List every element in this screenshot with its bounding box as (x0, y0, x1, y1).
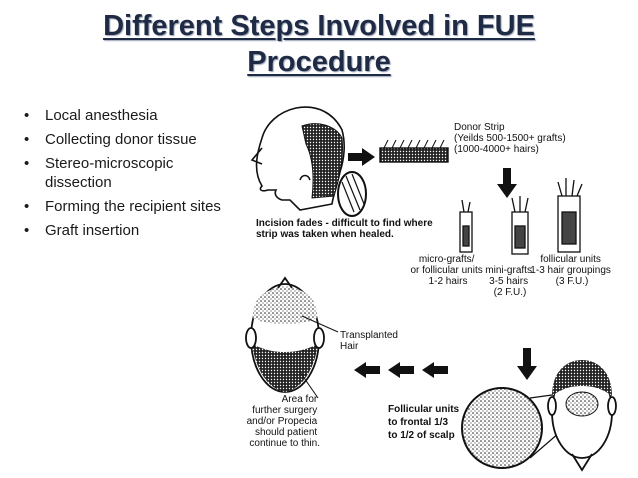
frontal-label-1: Follicular units (388, 404, 460, 415)
bullet-item: Stereo-microscopic dissection (22, 154, 244, 192)
svg-text:Incision fades - difficult to: Incision fades - difficult to find where… (256, 218, 435, 240)
svg-text:mini-grafts 3-5 hairs: mini-grafts 3-5 hairs (2 F.U.) (485, 265, 534, 298)
svg-text:micro-grafts/ or follicula: micro-grafts/ or follicular units 1-2 ha… (410, 254, 485, 287)
follicular-label-1: follicular units (540, 254, 601, 265)
slide-title: Different Steps Involved in FUE Procedur… (0, 8, 638, 80)
scalp-cross-section (337, 171, 367, 217)
follicular-label-2: 1-3 hair groupings (530, 265, 611, 276)
mini-graft-label-3: (2 F.U.) (494, 287, 527, 298)
donor-strip-label: Donor Strip (454, 122, 505, 133)
area-label-4: should patient (255, 427, 317, 438)
donor-strip-yield: (Yeilds 500-1500+ grafts) (454, 133, 566, 144)
micro-graft-icon (459, 199, 473, 253)
transplanted-label-1: Transplanted (340, 330, 398, 341)
svg-text:Donor Strip (Yeilds 500-15: Donor Strip (Yeilds 500-1500+ grafts) (1… (454, 122, 568, 155)
bullet-item: Forming the recipient sites (22, 197, 244, 216)
arrow-left-icon (354, 362, 448, 378)
bullet-item: Local anesthesia (22, 106, 244, 125)
micro-graft-label-1: micro-grafts/ (419, 254, 475, 265)
follicular-unit-icon (557, 178, 583, 253)
svg-text:follicular units 1-3 hair: follicular units 1-3 hair groupings (3 F… (530, 254, 613, 287)
area-label-3: and/or Propecia (247, 416, 318, 427)
back-head-illustration (245, 276, 325, 393)
donor-hair-band (301, 123, 343, 199)
bullet-list: Local anesthesia Collecting donor tissue… (22, 106, 244, 245)
svg-text:Follicular units to fronta: Follicular units to frontal 1/3 to 1/2 o… (388, 404, 462, 441)
area-label-2: further surgery (252, 405, 317, 416)
mini-graft-label-2: 3-5 hairs (489, 276, 528, 287)
micro-graft-label-2: or follicular units (410, 265, 482, 276)
area-label-1: Area for (282, 394, 318, 405)
title-line-2: Procedure (247, 46, 391, 78)
title-line-1: Different Steps Involved in FUE (103, 10, 535, 42)
donor-strip-icon (379, 139, 449, 163)
bullet-item: Collecting donor tissue (22, 130, 244, 149)
follicular-label-3: (3 F.U.) (556, 276, 589, 287)
magnified-scalp-icon (461, 387, 575, 469)
front-head-illustration (547, 360, 617, 472)
mini-graft-label-1: mini-grafts (485, 265, 532, 276)
svg-text:Area for further surgery: Area for further surgery and/or Propecia… (247, 394, 320, 449)
frontal-label-3: to 1/2 of scalp (388, 430, 455, 441)
donor-strip-hairs: (1000-4000+ hairs) (454, 144, 539, 155)
transplanted-label-2: Hair (340, 341, 359, 352)
incision-label-line-1: Incision fades - difficult to find where (256, 218, 433, 229)
area-label-5: continue to thin. (249, 438, 320, 449)
arrow-down-icon (497, 168, 517, 198)
bullet-item: Graft insertion (22, 221, 244, 240)
svg-text:Transplanted Hair: Transplanted Hair (340, 330, 401, 352)
frontal-label-2: to frontal 1/3 (388, 417, 448, 428)
arrow-down-icon (517, 348, 537, 380)
micro-graft-label-3: 1-2 hairs (429, 276, 468, 287)
incision-label-line-2: strip was taken when healed. (256, 229, 394, 240)
mini-graft-icon (511, 196, 529, 255)
arrow-right-icon (348, 148, 375, 166)
